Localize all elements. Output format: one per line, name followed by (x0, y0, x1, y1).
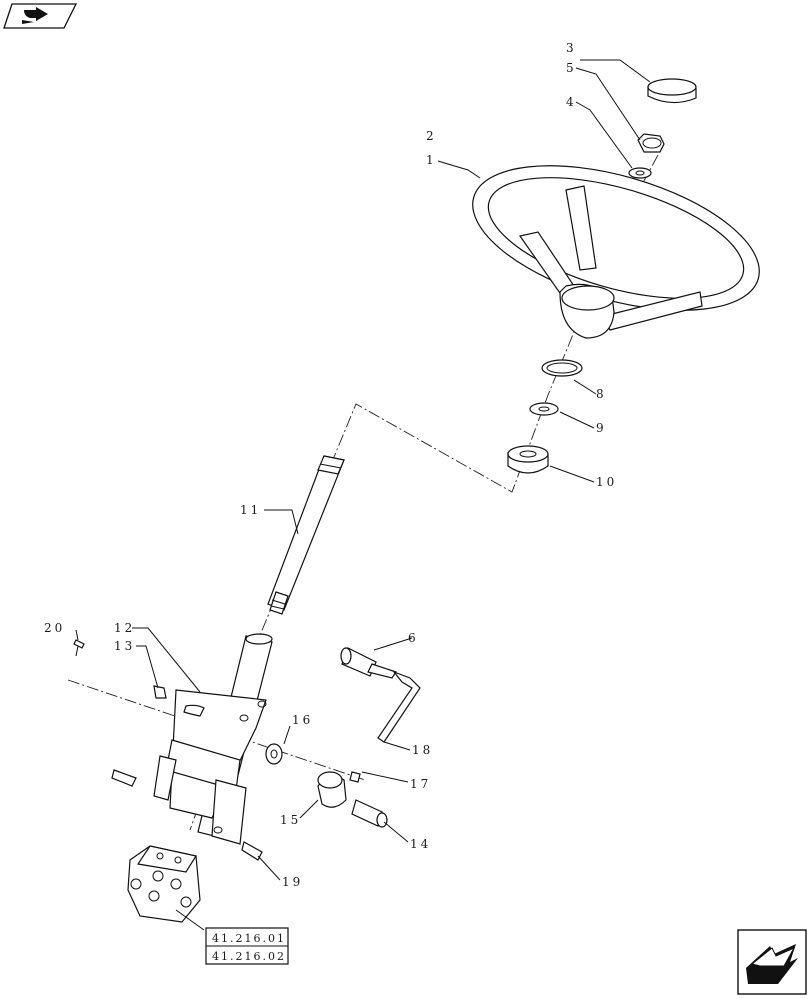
callout-11: 11 (240, 503, 261, 517)
steering-wheel (472, 165, 760, 339)
reference-box[interactable]: 41.216.01 41.216.02 (205, 927, 289, 965)
callout-19: 19 (282, 875, 303, 889)
spacer (507, 445, 549, 474)
column-bracket (153, 633, 273, 845)
callout-12: 12 (114, 621, 135, 635)
callout-17: 17 (410, 777, 431, 791)
next-page-arrow-icon[interactable] (737, 929, 807, 995)
book-arrow-icon[interactable] (3, 3, 78, 29)
horn-cap (647, 78, 697, 104)
callout-16: 16 (292, 713, 313, 727)
callout-9: 9 (596, 421, 607, 435)
callout-4: 4 (566, 95, 577, 109)
callout-8: 8 (596, 387, 607, 401)
reference-link-1[interactable]: 41.216.01 (212, 932, 286, 945)
washer-large (529, 402, 559, 416)
steering-control-unit (127, 845, 201, 923)
small-parts (73, 639, 388, 861)
callout-6: 6 (408, 631, 419, 645)
callout-13: 13 (114, 639, 135, 653)
callout-1: 1 (426, 153, 437, 167)
washer-small (628, 167, 652, 179)
callout-5: 5 (566, 61, 577, 75)
callout-18: 18 (412, 743, 433, 757)
nut (637, 133, 665, 153)
steering-shaft (267, 455, 345, 615)
tilt-lever (340, 647, 421, 743)
callout-14: 14 (410, 837, 431, 851)
snap-ring (541, 359, 583, 377)
callout-3: 3 (566, 41, 577, 55)
callout-15: 15 (280, 813, 301, 827)
callout-20: 20 (44, 621, 65, 635)
callout-2: 2 (426, 129, 437, 143)
callout-10: 10 (596, 475, 617, 489)
leader-lines (75, 59, 651, 931)
reference-link-2[interactable]: 41.216.02 (212, 950, 286, 963)
